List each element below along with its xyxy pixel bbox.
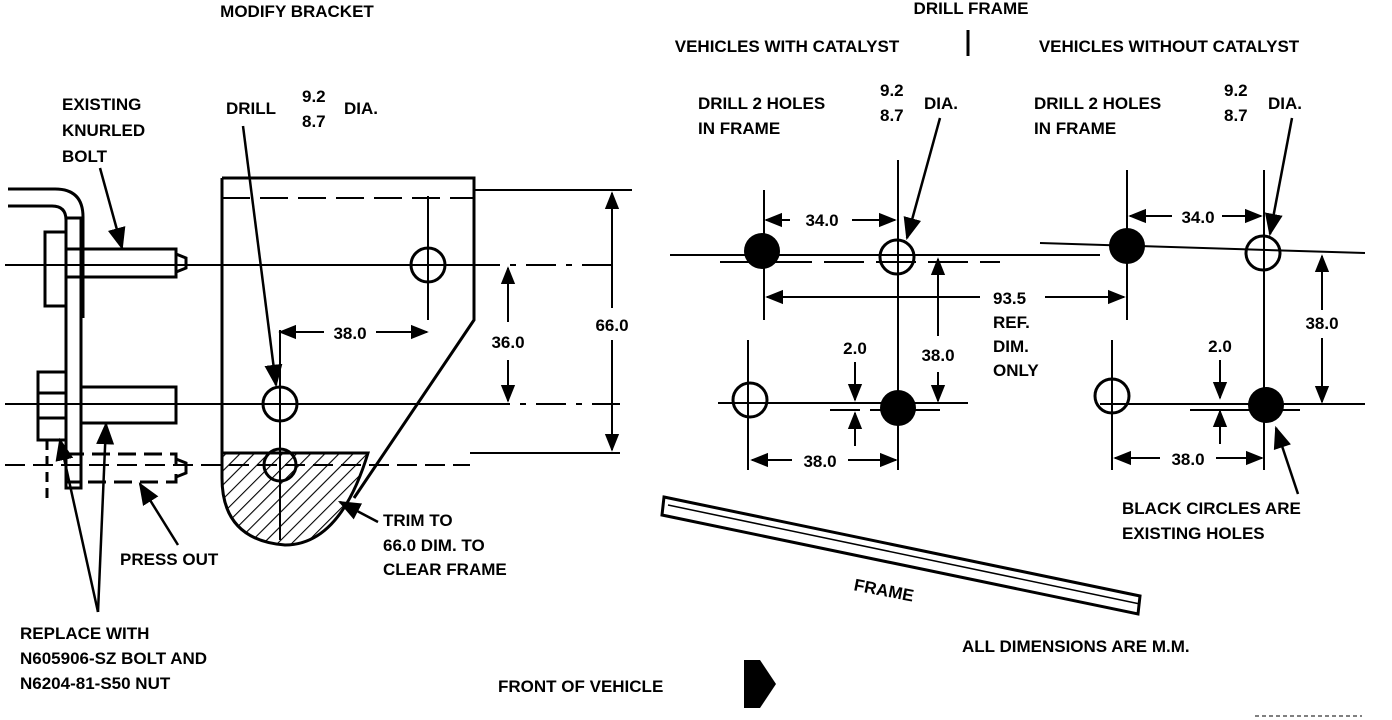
bracket-hole-top	[409, 196, 447, 320]
dim-20-with-label: 2.0	[843, 339, 867, 358]
drill-dia-with-top: 9.2	[880, 81, 904, 100]
trim-area-hatched	[220, 451, 371, 547]
replace-note-3: N6204-81-S50 NUT	[20, 674, 171, 693]
existing-bolt-leader	[98, 167, 126, 251]
drill-dia-with-suffix: DIA.	[924, 94, 958, 113]
drill-dia-bottom: 8.7	[302, 112, 326, 131]
press-out-leader	[138, 482, 180, 546]
drill-dia-without-suffix: DIA.	[1268, 94, 1302, 113]
drill-hole-with-top	[878, 238, 916, 276]
dim-20-without-label: 2.0	[1208, 337, 1232, 356]
frame-with-centerlines	[670, 160, 1100, 470]
drill-dia-without-top: 9.2	[1224, 81, 1248, 100]
press-out-label: PRESS OUT	[120, 550, 219, 569]
bracket-hole-lower	[262, 447, 298, 483]
drill-dia-suffix: DIA.	[344, 99, 378, 118]
front-direction-arrow-icon	[744, 660, 776, 708]
drill-holes-with-2: IN FRAME	[698, 119, 780, 138]
drill-holes-with-1: DRILL 2 HOLES	[698, 94, 825, 113]
drill-hole-with-bottom	[731, 381, 769, 419]
black-circles-leader	[1273, 425, 1300, 495]
existing-bolt-label-3: BOLT	[62, 147, 108, 166]
modify-bracket-heading: MODIFY BRACKET	[220, 2, 374, 21]
drill-label: DRILL	[226, 99, 276, 118]
existing-hole-without-bottom	[1248, 387, 1284, 423]
replace-note-2: N605906-SZ BOLT AND	[20, 649, 207, 668]
trim-note-3: CLEAR FRAME	[383, 560, 507, 579]
dim-935-label-1: 93.5	[993, 289, 1026, 308]
dim-34-with-label: 34.0	[805, 211, 838, 230]
drill-hole-without-top	[1244, 234, 1282, 272]
drill-with-leader	[903, 117, 942, 241]
bracket-outline	[220, 176, 476, 499]
bolt-assembly	[8, 187, 188, 498]
dim-38-with-horizontal-label: 38.0	[803, 452, 836, 471]
trim-note-1: TRIM TO	[383, 511, 453, 530]
dim-935-label-3: DIM.	[993, 337, 1029, 356]
dim-36-bracket-label: 36.0	[491, 333, 524, 352]
without-catalyst-heading: VEHICLES WITHOUT CATALYST	[1039, 37, 1300, 56]
frame-label: FRAME	[852, 575, 915, 605]
existing-bolt-label-1: EXISTING	[62, 95, 141, 114]
trim-note-2: 66.0 DIM. TO	[383, 536, 485, 555]
drill-holes-without-2: IN FRAME	[1034, 119, 1116, 138]
front-of-vehicle-label: FRONT OF VEHICLE	[498, 677, 663, 696]
black-circles-note-2: EXISTING HOLES	[1122, 524, 1265, 543]
drill-leader	[241, 125, 283, 388]
dim-38-without-vertical-label: 38.0	[1305, 314, 1338, 333]
replace-leaders	[55, 421, 115, 613]
trim-leader	[338, 500, 379, 524]
with-catalyst-heading: VEHICLES WITH CATALYST	[675, 37, 900, 56]
dim-34-without-label: 34.0	[1181, 208, 1214, 227]
existing-bolt-label-2: KNURLED	[62, 121, 145, 140]
drill-dia-with-bottom: 8.7	[880, 106, 904, 125]
drill-dia-top: 9.2	[302, 87, 326, 106]
existing-hole-with-bottom	[880, 390, 916, 426]
drill-holes-without-1: DRILL 2 HOLES	[1034, 94, 1161, 113]
replace-note-1: REPLACE WITH	[20, 624, 149, 643]
drill-dia-without-bottom: 8.7	[1224, 106, 1248, 125]
dim-66-bracket-label: 66.0	[595, 316, 628, 335]
existing-hole-without-top	[1109, 228, 1145, 264]
dim-935-label-4: ONLY	[993, 361, 1039, 380]
black-circles-note-1: BLACK CIRCLES ARE	[1122, 499, 1301, 518]
drill-hole-without-bottom	[1093, 377, 1131, 415]
drill-without-leader	[1264, 117, 1294, 237]
drill-frame-heading: DRILL FRAME	[914, 0, 1029, 18]
units-note: ALL DIMENSIONS ARE M.M.	[962, 637, 1190, 656]
dim-38-with-vertical-label: 38.0	[921, 346, 954, 365]
existing-hole-with-top	[744, 233, 780, 269]
dim-38-bracket-label: 38.0	[333, 324, 366, 343]
frame-rail	[660, 495, 1142, 616]
dim-935-label-2: REF.	[993, 313, 1030, 332]
dim-38-without-horizontal-label: 38.0	[1171, 450, 1204, 469]
